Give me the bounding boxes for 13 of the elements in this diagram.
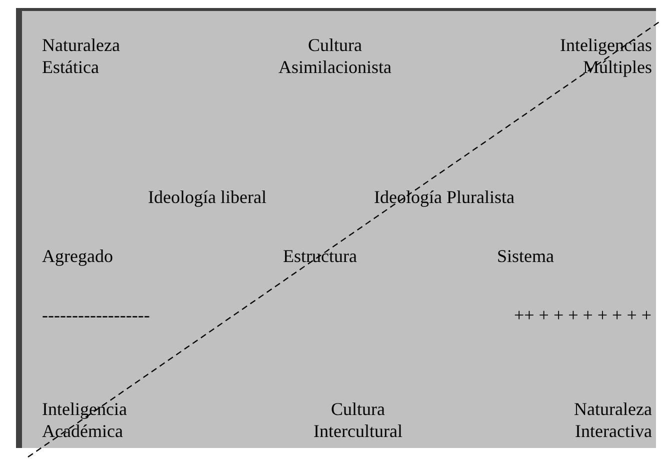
heading-text: Cultura Asimilacionista xyxy=(278,34,392,78)
label-text: Estructura xyxy=(283,245,357,267)
heading-text: Cultura Intercultural xyxy=(314,398,402,442)
label-text: Sistema xyxy=(497,245,554,267)
heading-text: Naturaleza Interactiva xyxy=(574,398,652,442)
dashes-text: ------------------ xyxy=(42,304,150,326)
label-text: Ideología Pluralista xyxy=(374,186,514,208)
label-text: Ideología liberal xyxy=(148,186,266,208)
heading-text: Inteligencias Múltiples xyxy=(560,34,652,78)
label-text: Agregado xyxy=(42,245,113,267)
heading-text: Inteligencia Académica xyxy=(42,398,127,442)
heading-text: Naturaleza Estática xyxy=(42,34,120,78)
plus-signs-text: ++ + + + + + + + + xyxy=(514,304,652,326)
